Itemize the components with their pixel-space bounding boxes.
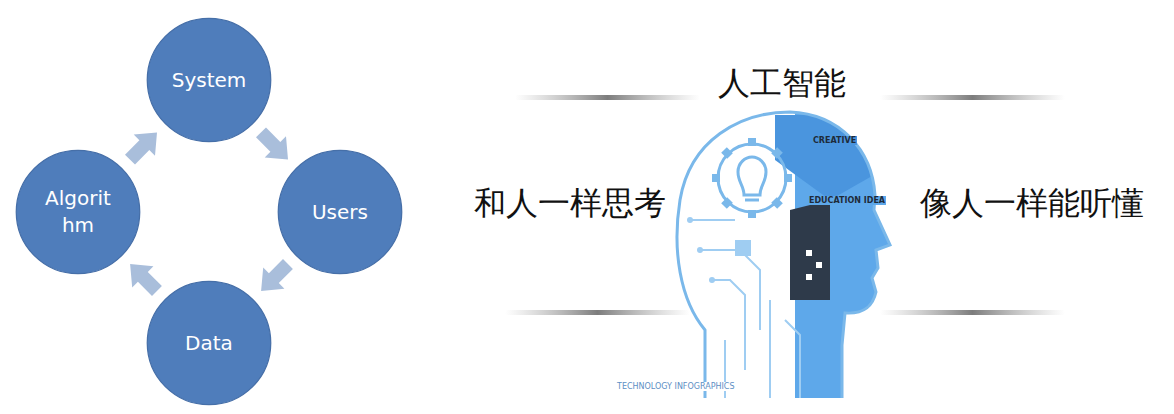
flow-arrow: [125, 132, 157, 164]
node-text: Users: [312, 199, 368, 226]
circle-node: Algorit hm: [15, 149, 141, 275]
flow-arrow: [130, 264, 162, 296]
caption-label: 像人一样能听懂: [916, 180, 1148, 228]
illustration-text: CREATIVE: [812, 136, 857, 145]
node-text: Algorit hm: [38, 185, 118, 239]
flow-arrow: [256, 127, 288, 159]
circle-shape: [15, 149, 141, 275]
caption-label: 和人一样思考: [470, 180, 670, 228]
illustration-text: EDUCATION IDEA: [808, 196, 886, 205]
node-text: Data: [185, 330, 233, 357]
gear-bulb-icon: [712, 138, 792, 218]
caption-label: 人工智能: [714, 60, 850, 108]
flow-arrow: [261, 259, 293, 291]
circle-node: Users: [277, 149, 403, 275]
illustration-text: TECHNOLOGY INFOGRAPHICS: [616, 382, 736, 391]
shadow-line: [505, 310, 690, 315]
head-profile: [677, 100, 905, 410]
circle-node: Data: [146, 280, 272, 406]
node-text: System: [172, 67, 247, 94]
shadow-line: [880, 310, 1065, 315]
shadow-line: [515, 95, 700, 100]
shadow-line: [880, 95, 1065, 100]
circle-node: System: [146, 17, 272, 143]
